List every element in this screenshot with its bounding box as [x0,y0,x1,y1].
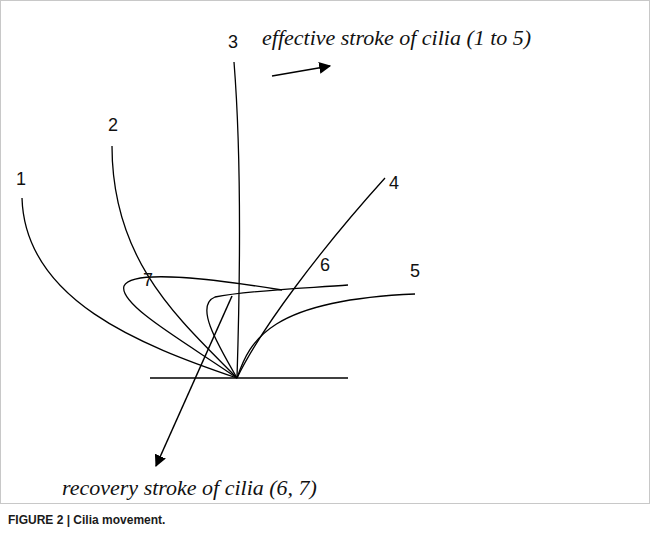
callout-number: 3 [228,33,238,53]
callout-number: 2 [108,116,118,136]
callout-number: 4 [389,174,399,194]
callout-number: 1 [16,170,26,190]
cell-surface-line [150,377,348,379]
stroke-label: effective stroke of cilia (1 to 5) [262,26,531,50]
cilium-position-1 [22,198,237,378]
callout-number: 6 [320,256,330,276]
callout-number: 5 [410,262,420,282]
effective-stroke-arrow [272,66,330,76]
figure-caption: FIGURE 2 | Cilia movement. [8,513,165,527]
cilium-position-6 [207,285,348,378]
callout-number: 7 [143,271,153,291]
figure-frame [1,1,650,504]
cilium-position-5 [237,294,415,378]
cilium-position-3 [234,62,240,378]
stroke-label: recovery stroke of cilia (6, 7) [62,476,317,500]
recovery-stroke-arrow [156,296,232,466]
cilium-position-4 [237,178,385,378]
